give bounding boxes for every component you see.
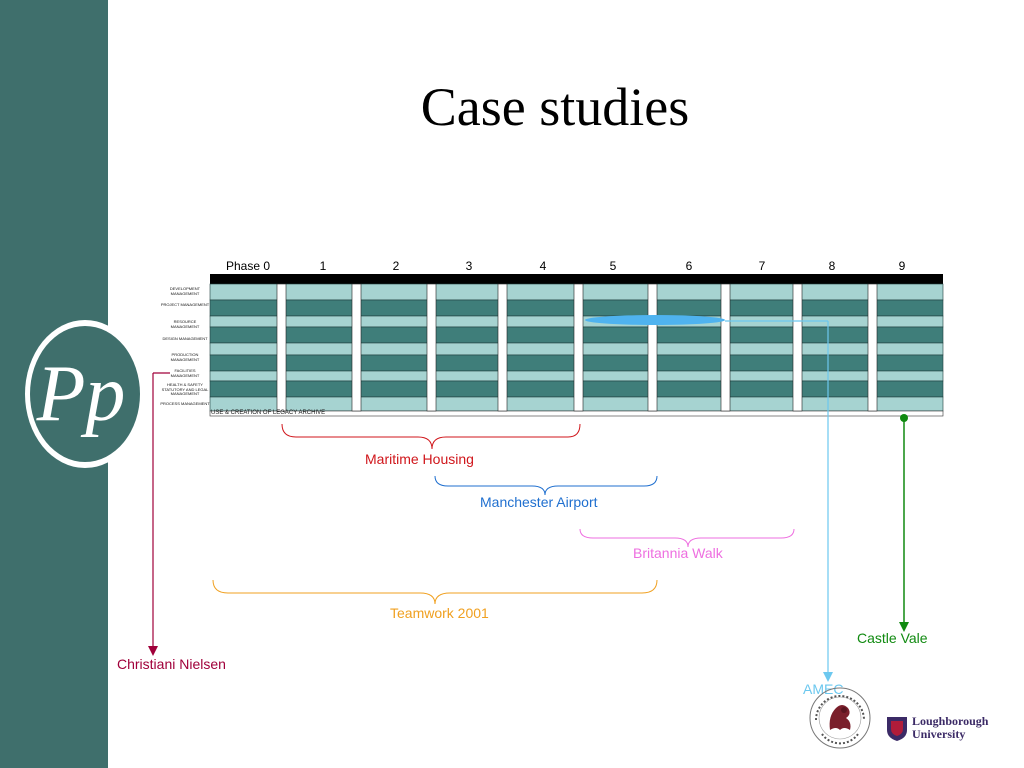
britannia-brace (579, 528, 795, 548)
teamwork-brace (212, 579, 658, 605)
loughborough-line1: Loughborough (912, 714, 989, 728)
phase-label: 2 (392, 259, 400, 273)
manchester-airport-label: Manchester Airport (480, 494, 598, 510)
process-grid (209, 274, 944, 417)
page-marker: · (138, 0, 142, 7)
slide-title: Case studies (420, 77, 690, 137)
britannia-walk-label: Britannia Walk (633, 545, 723, 561)
teamwork-2001-label: Teamwork 2001 (390, 605, 489, 621)
maritime-brace (281, 423, 581, 450)
christiani-nielsen-label: Christiani Nielsen (117, 656, 226, 672)
phase-label: 3 (465, 259, 473, 273)
pp-logo-text: Pp (36, 350, 126, 438)
grid-header-bar (210, 274, 943, 284)
salford-crest-logo (809, 687, 871, 749)
activity-label: PRODUCTION MANAGEMENT (170, 352, 200, 362)
activity-label: RESOURCE MANAGEMENT (170, 319, 200, 329)
activity-label: PROJECT MANAGEMENT (160, 302, 210, 307)
loughborough-line2: University (912, 727, 966, 741)
amec-label: AMEC (803, 681, 844, 697)
castle-vale-arrowhead (899, 622, 909, 632)
phase-label: Phase 0 (225, 259, 271, 273)
activity-label: DEVELOPMENT MANAGEMENT (169, 286, 201, 296)
phase-gate (647, 283, 658, 412)
activity-label: PROCESS MANAGEMENT (160, 401, 210, 406)
castle-vale-label: Castle Vale (857, 630, 928, 646)
phase-label: 5 (609, 259, 617, 273)
phase-gate (867, 283, 878, 412)
phase-gate (720, 283, 731, 412)
phase-label: 7 (758, 259, 766, 273)
phase-gate (573, 283, 584, 412)
phase-gate (497, 283, 508, 412)
phase-label: 1 (319, 259, 327, 273)
legacy-archive-label: USE & CREATION OF LEGACY ARCHIVE (211, 410, 326, 416)
activity-label: DESIGN MANAGEMENT (162, 336, 208, 341)
activity-label: HEALTH & SAFETY STATUTORY AND LEGAL MANA… (161, 382, 209, 396)
loughborough-logo: Loughborough University (886, 712, 1006, 746)
phase-gate (426, 283, 437, 412)
maritime-housing-label: Maritime Housing (365, 451, 474, 467)
phase-label: 4 (539, 259, 547, 273)
phase-label: 6 (685, 259, 693, 273)
manchester-brace (434, 475, 658, 496)
phase-label: 9 (898, 259, 906, 273)
loughborough-shield-icon (887, 717, 907, 741)
phase-gate (792, 283, 803, 412)
christiani-arrowhead (148, 646, 158, 656)
phase-gate (351, 283, 362, 412)
activity-label: FACILITIES MANAGEMENT (170, 368, 200, 378)
phase-label: 8 (828, 259, 836, 273)
phase-gate (276, 283, 287, 412)
amec-highlight (585, 315, 725, 325)
pp-logo: Pp (25, 320, 145, 468)
salford-ring-text-shape (815, 695, 865, 721)
amec-arrowhead (823, 672, 833, 682)
